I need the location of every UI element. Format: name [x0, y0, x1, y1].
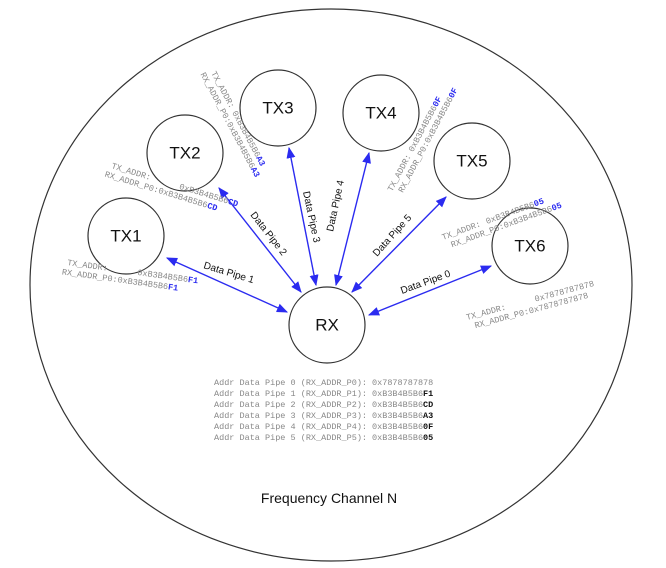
svg-text:TX5: TX5 [456, 151, 487, 170]
pipe-label-4: Data Pipe 4 [325, 179, 347, 233]
tx6-node: TX6 [491, 207, 569, 285]
svg-text:TX1: TX1 [110, 226, 141, 245]
frequency-channel-boundary [29, 8, 633, 562]
svg-text:RX: RX [315, 315, 339, 334]
tx2-node: TX2 [146, 114, 224, 192]
svg-text:TX4: TX4 [365, 103, 396, 122]
tx1-node: TX1 [87, 197, 165, 275]
address-row-1: Addr Data Pipe 1 (RX_ADDR_P1):0xB3B4B5B6… [214, 389, 433, 399]
tx6-address: TX_ADDR:0x7878787878 RX_ADDR_P0:0x787878… [465, 279, 595, 331]
address-row-4: Addr Data Pipe 4 (RX_ADDR_P4):0xB3B4B5B6… [214, 422, 433, 432]
svg-text:TX2: TX2 [169, 143, 200, 162]
address-row-2: Addr Data Pipe 2 (RX_ADDR_P2):0xB3B4B5B6… [214, 400, 433, 410]
pipe-label-1: Data Pipe 1 [202, 260, 256, 286]
pipe-arrow-4 [334, 151, 371, 287]
pipe-arrow-3 [286, 146, 319, 287]
svg-text:TX3: TX3 [262, 98, 293, 117]
address-row-0: Addr Data Pipe 0 (RX_ADDR_P0):0x78787878… [214, 378, 433, 388]
pipe-arrow-0 [367, 265, 493, 316]
address-row-3: Addr Data Pipe 3 (RX_ADDR_P3):0xB3B4B5B6… [214, 411, 433, 421]
pipe-arrow-5 [351, 196, 447, 293]
svg-text:TX6: TX6 [514, 236, 545, 255]
tx5-node: TX5 [433, 122, 511, 200]
address-row-5: Addr Data Pipe 5 (RX_ADDR_P5):0xB3B4B5B6… [214, 433, 433, 443]
tx3-node: TX3 [239, 69, 317, 147]
tx4-node: TX4 [342, 74, 420, 152]
address-table: Addr Data Pipe 0 (RX_ADDR_P0):0x78787878… [214, 378, 433, 443]
rx-node: RX [288, 286, 366, 364]
channel-title: Frequency Channel N [261, 490, 397, 506]
